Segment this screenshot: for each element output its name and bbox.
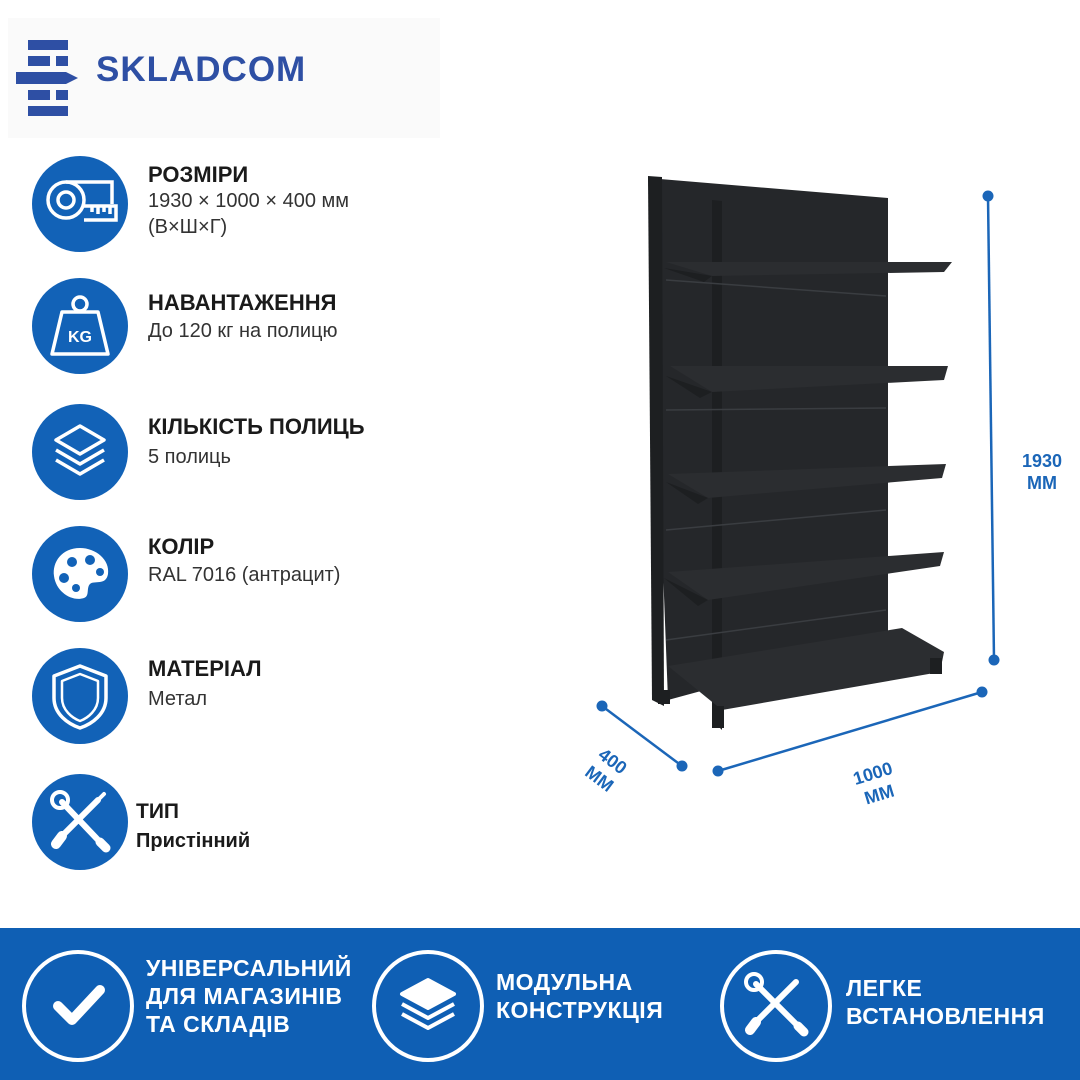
- tape-measure-icon: [46, 180, 118, 222]
- brand-name: SKLADCOM: [96, 50, 307, 89]
- spec-icon-circle: KG: [32, 278, 128, 374]
- shelf-1: [664, 262, 952, 282]
- svg-text:KG: KG: [68, 329, 92, 346]
- spec-value: RAL 7016 (антрацит): [148, 564, 341, 586]
- depth-dimension-line: [601, 705, 683, 767]
- spec-title: ТИП: [136, 800, 180, 823]
- spec-material: МАТЕРІАЛ Метал: [32, 648, 412, 744]
- skladcom-logo-icon: [16, 40, 78, 116]
- shelf-base: [668, 628, 944, 710]
- spec-title: МАТЕРІАЛ: [148, 656, 262, 681]
- feature-icon-circle: [720, 950, 832, 1062]
- features-banner: УНІВЕРСАЛЬНИЙ ДЛЯ МАГАЗИНІВ ТА СКЛАДІВ М…: [0, 928, 1080, 1080]
- feature-label: УНІВЕРСАЛЬНИЙ ДЛЯ МАГАЗИНІВ ТА СКЛАДІВ: [146, 955, 352, 1037]
- spec-icon-circle: [32, 648, 128, 744]
- shield-icon: [52, 664, 108, 730]
- feature-icon-circle: [372, 950, 484, 1062]
- width-dimension-line: [717, 690, 983, 773]
- spec-icon-circle: [32, 404, 128, 500]
- shelf-2: [666, 366, 948, 398]
- shelving-unit: [648, 176, 952, 730]
- spec-value: Пристінний: [136, 830, 251, 852]
- height-dimension-label: 1930 MM: [1021, 451, 1063, 493]
- spec-title: КОЛІР: [148, 534, 215, 559]
- checkmark-icon: [53, 985, 105, 1025]
- spec-title: РОЗМІРИ: [148, 162, 249, 187]
- spec-value: 1930 × 1000 × 400 мм (В×Ш×Г): [148, 190, 349, 238]
- feature-label: МОДУЛЬНА КОНСТРУКЦІЯ: [496, 969, 664, 1023]
- weight-kg-icon: KG: [50, 295, 110, 356]
- spec-icon-circle: [32, 774, 128, 870]
- spec-value: Метал: [148, 688, 208, 710]
- tools-icon: [744, 972, 809, 1037]
- spec-title: НАВАНТАЖЕННЯ: [148, 290, 337, 315]
- spec-load: KG НАВАНТАЖЕННЯ До 120 кг на полицю: [32, 278, 412, 374]
- spec-icon-circle: [32, 156, 128, 252]
- shelf-3: [666, 464, 946, 504]
- spec-dimensions: РОЗМІРИ 1930 × 1000 × 400 мм (В×Ш×Г): [32, 156, 412, 252]
- layers-icon: [400, 978, 456, 1030]
- brand-logo: SKLADCOM: [8, 18, 440, 138]
- height-dimension-line: [986, 195, 996, 661]
- spec-shelf-count: КІЛЬКІСТЬ ПОЛИЦЬ 5 полиць: [32, 404, 412, 500]
- palette-icon: [53, 548, 109, 599]
- tools-icon: [50, 790, 111, 853]
- spec-type: ТИП Пристінний: [32, 774, 412, 870]
- shelf-4: [664, 552, 944, 606]
- spec-title: КІЛЬКІСТЬ ПОЛИЦЬ: [148, 414, 365, 439]
- feature-label: ЛЕГКЕ ВСТАНОВЛЕННЯ: [846, 975, 1045, 1029]
- spec-icon-circle: [32, 526, 128, 622]
- shelving-unit-illustration: [596, 176, 1000, 777]
- spec-value: 5 полиць: [148, 446, 231, 468]
- spec-value: До 120 кг на полицю: [148, 320, 338, 342]
- layers-icon: [54, 424, 106, 476]
- feature-icon-circle: [22, 950, 134, 1062]
- spec-color: КОЛІР RAL 7016 (антрацит): [32, 526, 412, 622]
